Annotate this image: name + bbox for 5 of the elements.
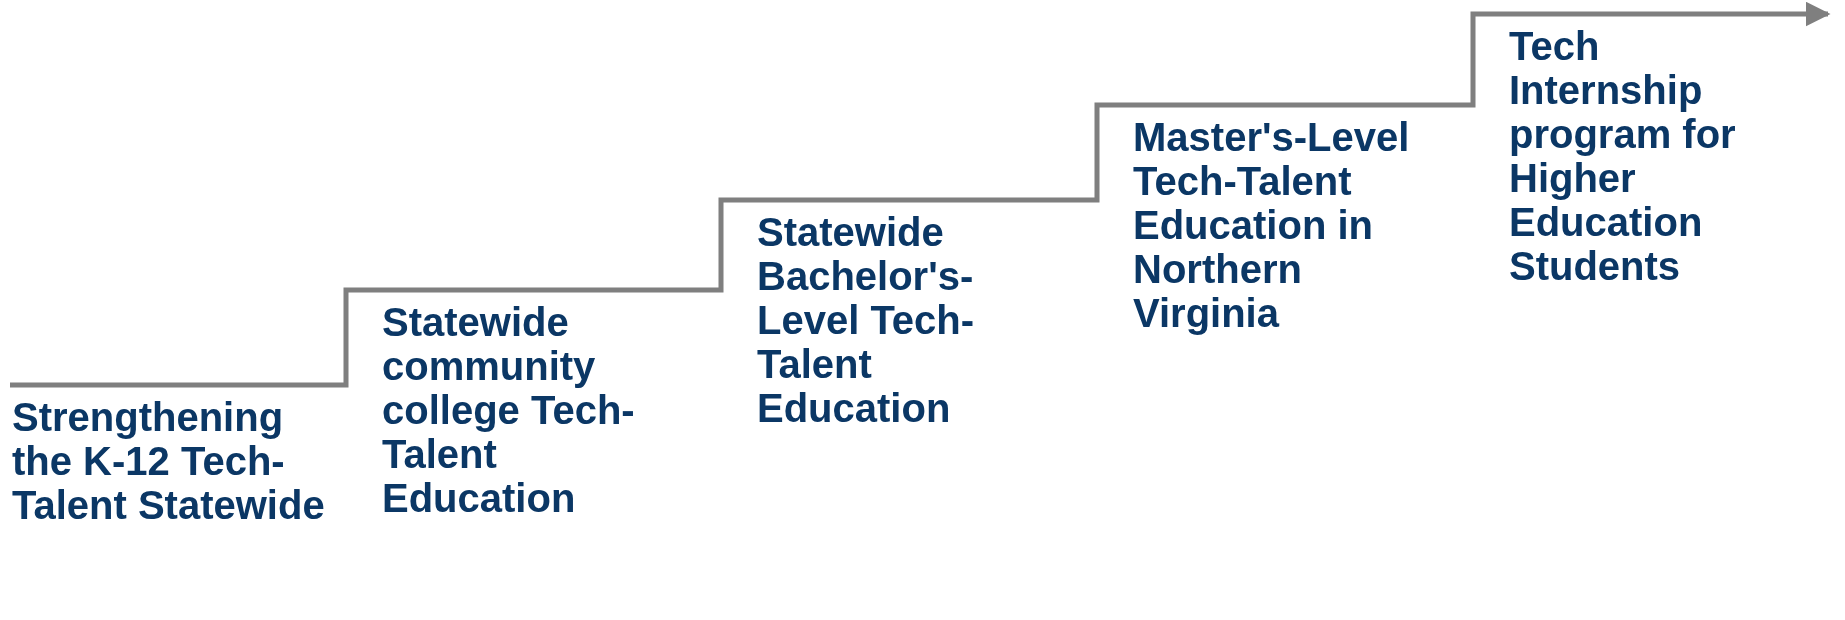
step-label: Master's-Level Tech-Talent Education in Northern Virginia: [1133, 115, 1411, 335]
step-label: Tech Internship program for Higher Education Students: [1509, 24, 1737, 288]
step-label: Statewide community college Tech-Talent Education: [382, 300, 636, 520]
step-label: Strengthening the K-12 Tech-Talent Statewide: [12, 395, 326, 527]
step-label: Statewide Bachelor's-Level Tech-Talent Education: [757, 210, 976, 430]
